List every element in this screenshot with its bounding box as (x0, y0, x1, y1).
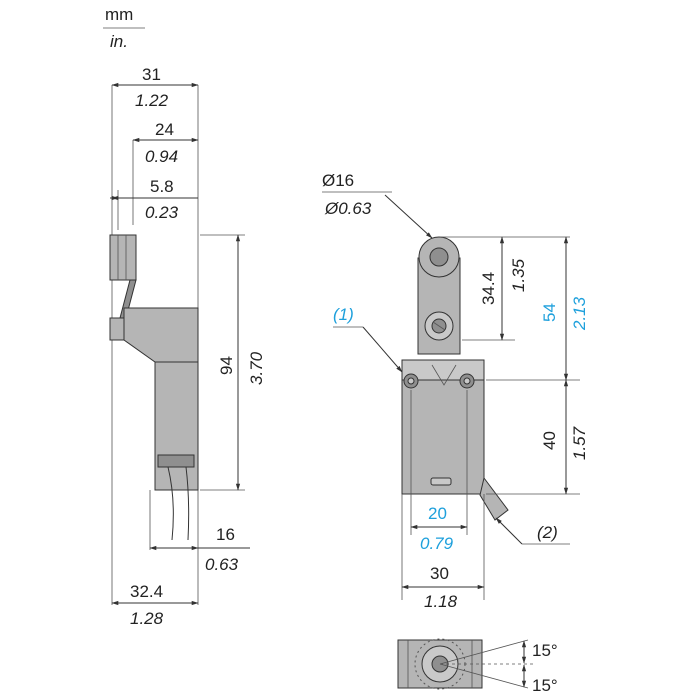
dim-width-small-mm: 5.8 (150, 177, 174, 196)
dim-height-total-mm: 94 (217, 356, 236, 375)
cable-gland-side (157, 454, 195, 468)
dim-width-total-mm: 31 (142, 65, 161, 84)
lever-hub-side (109, 317, 125, 341)
dim-body-height-in: 1.57 (570, 426, 589, 460)
dim-mount-spacing-in: 0.79 (420, 534, 454, 553)
dim-lever-height-mm: 34.4 (479, 272, 498, 305)
dim-head-height-in: 2.13 (570, 296, 589, 331)
dim-lever-height-in: 1.35 (509, 258, 528, 292)
unit-in: in. (110, 32, 128, 51)
top-view: 15° 15° (397, 638, 558, 695)
dim-width-total-in: 1.22 (135, 91, 169, 110)
front-view: Ø16 Ø0.63 (1) 34.4 (322, 171, 589, 611)
dim-mount-spacing-mm: 20 (428, 504, 447, 523)
dim-body-depth-mm: 16 (216, 525, 235, 544)
roller-side (109, 234, 137, 281)
dim-width-mid-mm: 24 (155, 120, 174, 139)
dim-height-total-in: 3.70 (247, 351, 266, 385)
dim-body-width-in: 1.18 (424, 592, 458, 611)
dim-width-small-in: 0.23 (145, 203, 179, 222)
dim-overall-depth-mm: 32.4 (130, 582, 163, 601)
side-view: 31 1.22 24 0.94 5.8 0.23 94 3.70 16 0.63 (109, 65, 266, 628)
dim-body-depth-in: 0.63 (205, 555, 239, 574)
body-side (154, 361, 199, 491)
angle-lower: 15° (532, 676, 558, 695)
dim-width-mid-in: 0.94 (145, 147, 178, 166)
units-legend: mm in. (103, 5, 145, 51)
unit-mm: mm (105, 5, 133, 24)
angle-upper: 15° (532, 641, 558, 660)
callout-1: (1) (333, 305, 354, 324)
cable-front (479, 476, 509, 521)
dim-overall-depth-in: 1.28 (130, 609, 164, 628)
dim-head-height-mm: 54 (540, 303, 559, 322)
head-side (123, 307, 199, 363)
dim-roller-dia-mm: Ø16 (322, 171, 354, 190)
cable-slot (430, 477, 452, 486)
dim-body-width-mm: 30 (430, 564, 449, 583)
dim-body-height-mm: 40 (540, 431, 559, 450)
callout-2: (2) (537, 523, 558, 542)
dim-roller-dia-in: Ø0.63 (324, 199, 372, 218)
